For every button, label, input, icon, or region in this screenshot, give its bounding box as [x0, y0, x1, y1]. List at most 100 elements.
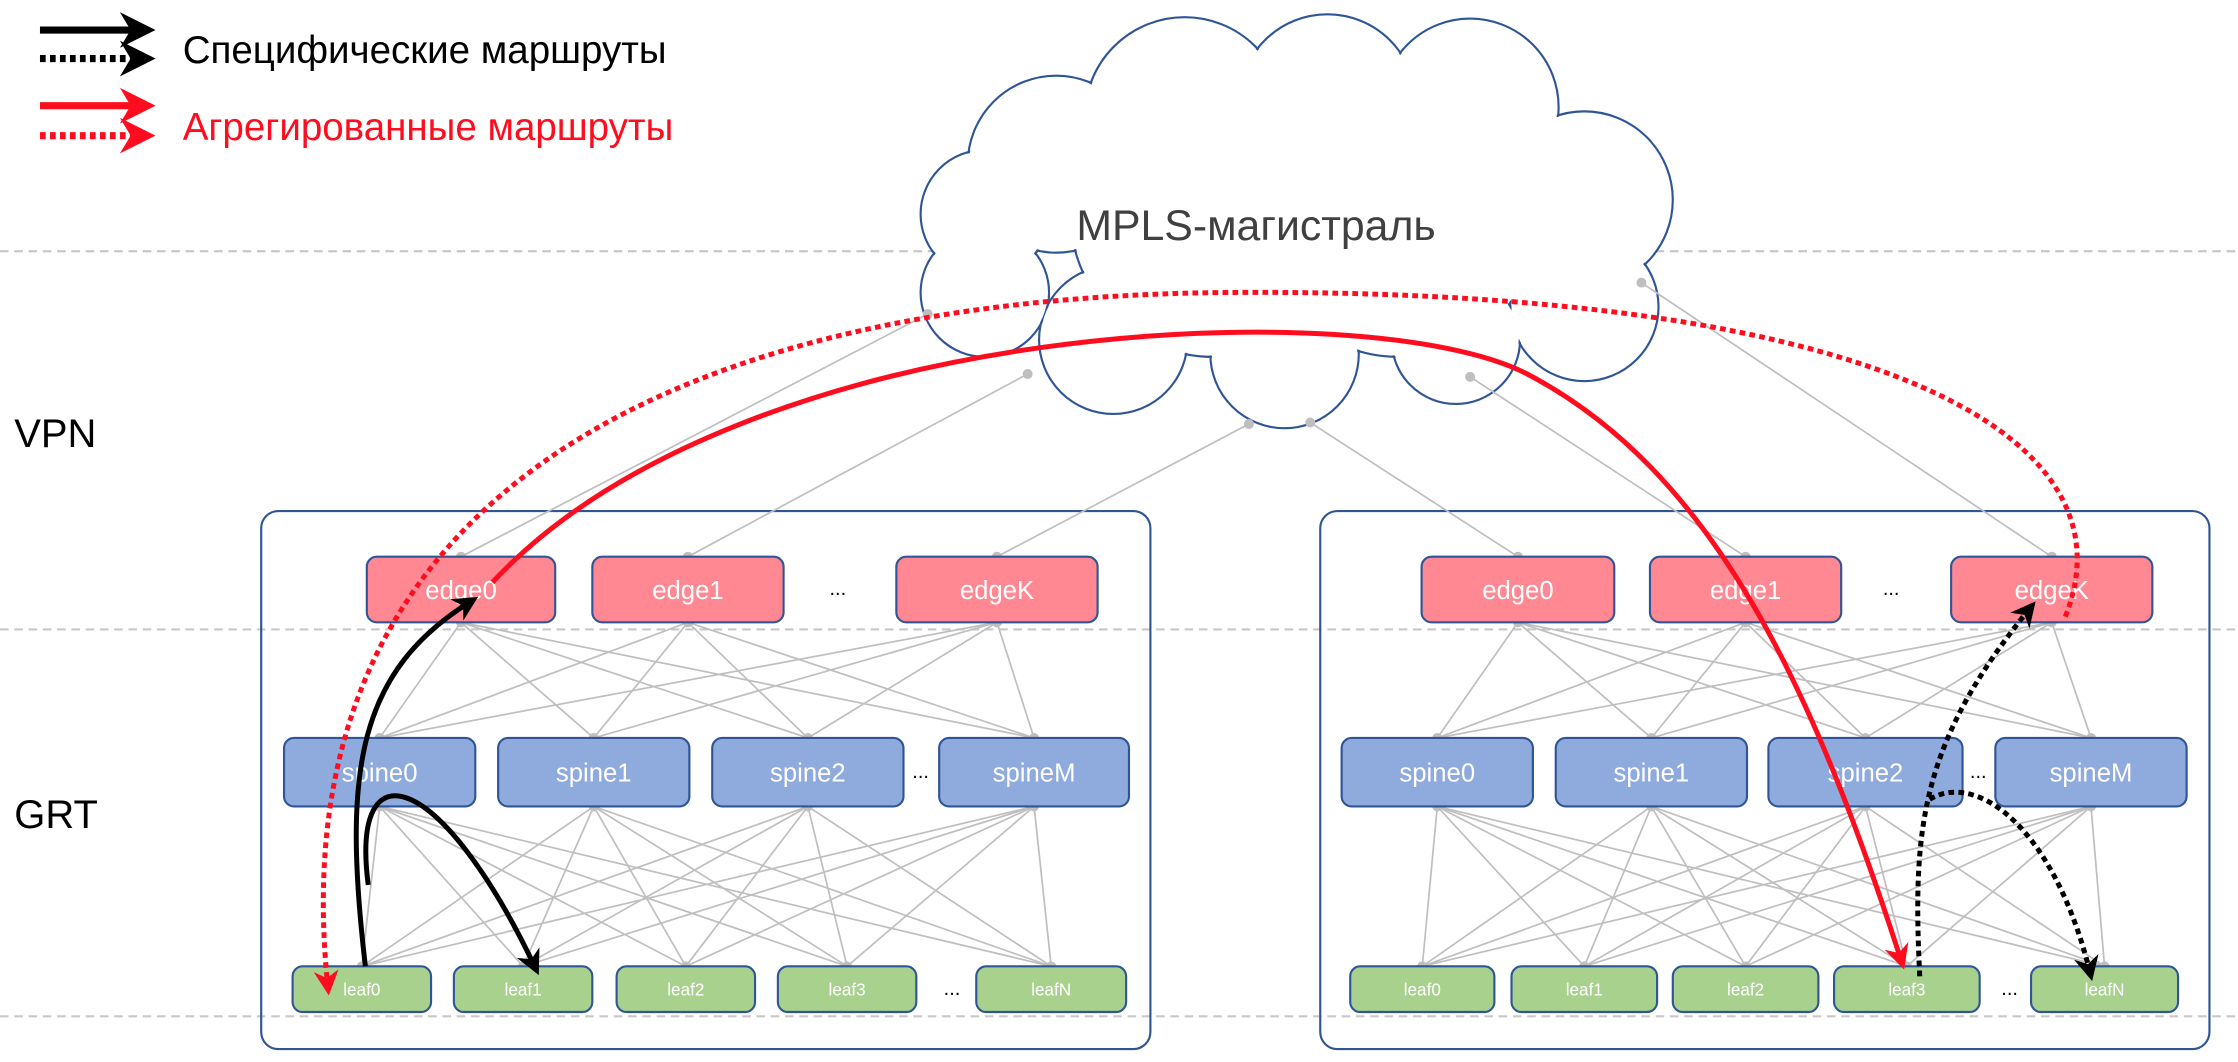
link	[1033, 806, 1053, 967]
leaf-box	[975, 965, 1128, 1014]
right-spine-spine2[interactable]: spine2	[1767, 736, 1964, 808]
link	[1436, 621, 1746, 739]
link	[361, 805, 1035, 968]
link	[2090, 806, 2106, 967]
left-leaf-leaf2[interactable]: leaf2	[615, 965, 757, 1014]
left-spine-spine0[interactable]: spine0	[282, 736, 477, 808]
spine-label: spine1	[556, 759, 632, 787]
port-dot	[1305, 417, 1316, 428]
ellipsis-label: ...	[1883, 578, 1900, 600]
left-leaf-leaf1[interactable]: leaf1	[452, 965, 594, 1014]
left-edge-edgeK[interactable]: edgeK	[895, 555, 1099, 624]
left-edge-edge0[interactable]: edge0	[365, 555, 557, 624]
spine-box	[1994, 736, 2188, 808]
right-edge-edge0[interactable]: edge0	[1420, 555, 1616, 624]
spine-label: spineM	[993, 759, 1076, 787]
right-leaf-leaf1[interactable]: leaf1	[1510, 965, 1659, 1014]
link	[687, 373, 1029, 558]
edge-label: edge0	[1482, 577, 1553, 605]
link	[522, 805, 1035, 968]
port-dot	[1465, 371, 1476, 382]
edge-label: edgeK	[2015, 577, 2089, 605]
right-leaf-leafN[interactable]: leafN	[2029, 965, 2180, 1014]
link	[460, 621, 595, 739]
link	[1517, 621, 1652, 739]
spine-box	[938, 736, 1131, 808]
left-edge-edge1[interactable]: edge1	[591, 555, 785, 624]
cloud-label: MPLS-магистраль	[1076, 202, 1435, 250]
ellipsis-label: ...	[2001, 978, 2018, 1000]
ellipsis-label: ...	[1970, 761, 1987, 783]
left-spine-spineM[interactable]: spineM	[938, 736, 1131, 808]
link	[1517, 621, 1866, 739]
link	[1421, 806, 1439, 967]
link	[1744, 621, 1867, 739]
link	[379, 805, 687, 968]
right-edge-edgeK[interactable]: edgeK	[1950, 555, 2154, 624]
spine-box	[282, 736, 477, 808]
link	[379, 621, 689, 739]
spine-label: spine0	[1399, 759, 1475, 787]
link	[593, 805, 848, 968]
link	[1864, 806, 1908, 967]
route-arrows	[313, 289, 2099, 996]
right-leaf-leaf0[interactable]: leaf0	[1349, 965, 1496, 1014]
link	[593, 621, 689, 739]
link	[1650, 806, 1747, 967]
specific-route-dotted-to-edge	[1915, 601, 2036, 977]
left-spine-spine2[interactable]: spine2	[711, 736, 905, 808]
spine-label: spine2	[770, 759, 846, 787]
spine-box	[497, 736, 691, 808]
edge-box	[1950, 555, 2154, 624]
right-leaf-leaf2[interactable]: leaf2	[1671, 965, 1820, 1014]
link	[996, 622, 1035, 739]
link	[996, 423, 1250, 558]
link	[1309, 421, 1519, 558]
spine-box	[711, 736, 905, 808]
edge-box	[591, 555, 785, 624]
leaf-label: leaf3	[829, 980, 866, 999]
right-leaf-leaf3[interactable]: leaf3	[1833, 965, 1981, 1014]
link	[807, 805, 1052, 968]
left-leaf-leaf0[interactable]: leaf0	[291, 965, 433, 1014]
cloud-fill	[1497, 112, 1672, 287]
link	[361, 805, 595, 968]
leaf-box	[1671, 965, 1820, 1014]
link	[1437, 621, 2052, 739]
mpls-backbone-cloud	[919, 13, 1674, 430]
link	[1421, 805, 1652, 968]
right-spine-spineM[interactable]: spineM	[1994, 736, 2188, 808]
link	[460, 621, 809, 739]
leaf-label: leaf3	[1888, 980, 1925, 999]
link	[1650, 805, 1908, 968]
link	[807, 621, 998, 739]
link	[379, 805, 524, 967]
layer-label-grt: GRT	[14, 793, 98, 837]
link	[2050, 622, 2092, 739]
link	[593, 805, 1052, 968]
edge-label: edge1	[652, 577, 723, 605]
link	[1422, 805, 2092, 968]
right-spine-spine0[interactable]: spine0	[1340, 736, 1534, 808]
layer-label-vpn: VPN	[14, 412, 96, 456]
link	[687, 621, 809, 739]
left-leaf-leafN[interactable]: leafN	[975, 965, 1128, 1014]
edge-box	[365, 555, 557, 624]
link	[1651, 621, 2052, 739]
leaf-label: leaf1	[1566, 980, 1603, 999]
link	[522, 805, 809, 968]
link	[807, 806, 848, 967]
port-dot	[1243, 418, 1254, 429]
link	[1584, 805, 2092, 968]
port-dot	[1022, 369, 1033, 379]
spine-label: spine1	[1614, 759, 1690, 787]
left-leaf-leaf3[interactable]: leaf3	[776, 965, 918, 1014]
legend-specific-label: Специфические маршруты	[183, 29, 667, 72]
left-spine-spine1[interactable]: spine1	[497, 736, 691, 808]
right-spine-spine1[interactable]: spine1	[1554, 736, 1749, 808]
legend: Специфические маршруты Агрегированные ма…	[39, 12, 673, 154]
leaf-label: leafN	[1031, 980, 1071, 999]
link	[460, 313, 929, 558]
link	[1583, 805, 1866, 968]
